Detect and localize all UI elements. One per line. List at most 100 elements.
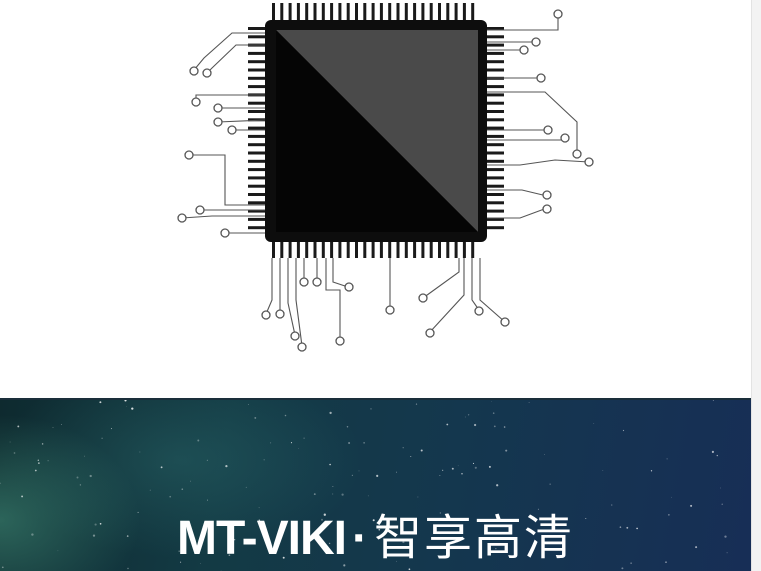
chip-pin — [379, 3, 383, 21]
star — [57, 550, 59, 552]
chip-pin — [486, 159, 504, 163]
star — [60, 424, 62, 426]
chip-pin — [272, 3, 275, 21]
brand-name: MT-VIKI — [177, 512, 347, 565]
chip-pin — [355, 241, 358, 258]
star — [180, 561, 182, 563]
star — [621, 567, 624, 570]
chip-pin — [471, 241, 475, 258]
star — [313, 493, 316, 495]
chip-pin — [313, 3, 317, 21]
chip-pin — [486, 35, 504, 39]
star — [464, 416, 466, 418]
chip-pin — [421, 241, 425, 258]
star — [321, 518, 323, 521]
chip-pin — [248, 159, 266, 163]
chip-pin — [248, 76, 266, 80]
chip-pin — [280, 241, 284, 258]
chip-pin — [346, 241, 350, 258]
star — [92, 534, 96, 537]
chip-pin — [321, 3, 325, 21]
star — [110, 428, 113, 430]
star — [671, 496, 672, 498]
chip-pin — [248, 184, 266, 188]
brand-banner: MT-VIKI·智享高清 — [0, 400, 751, 571]
star — [396, 560, 397, 562]
star — [99, 401, 102, 404]
chip-pin — [330, 3, 334, 21]
star — [247, 404, 249, 406]
chip-pin — [486, 93, 504, 97]
chip-pin — [486, 168, 504, 172]
star — [467, 414, 470, 416]
star — [493, 425, 496, 428]
star — [636, 527, 638, 530]
star — [505, 449, 508, 452]
star — [442, 469, 444, 471]
star — [0, 482, 1, 485]
chip-pin — [486, 209, 504, 213]
banner-headline: MT-VIKI·智享高清 — [0, 508, 751, 570]
star — [402, 541, 405, 544]
star — [31, 533, 34, 536]
chip-pin — [346, 3, 350, 21]
star — [284, 414, 287, 417]
chip-pin — [413, 3, 417, 21]
star — [201, 530, 205, 533]
chip-pin — [371, 241, 375, 258]
star — [207, 499, 208, 501]
star — [668, 514, 670, 516]
star — [666, 458, 668, 460]
chip-pin — [486, 118, 504, 122]
star — [472, 462, 475, 464]
star — [131, 407, 134, 410]
chip-pin — [272, 241, 275, 258]
star — [94, 523, 97, 526]
chip-pin — [486, 134, 504, 138]
chip-pin — [486, 151, 504, 155]
star — [491, 400, 492, 402]
star — [585, 518, 587, 519]
chip-pin — [288, 241, 292, 258]
chip-pin — [486, 27, 504, 30]
chip-pin — [363, 241, 367, 258]
chip-pin — [305, 3, 309, 21]
star — [720, 487, 721, 489]
star — [402, 447, 404, 449]
star — [630, 562, 632, 564]
chip-pin — [486, 217, 504, 221]
star — [13, 452, 16, 454]
chip-pin — [288, 3, 292, 21]
star — [233, 538, 236, 541]
star — [160, 466, 163, 469]
star — [367, 495, 369, 497]
star — [726, 552, 728, 554]
star — [410, 456, 412, 457]
chip-pin — [486, 143, 504, 147]
star — [372, 519, 375, 522]
star — [457, 465, 459, 467]
chip-pin — [486, 110, 504, 113]
starfield-background — [0, 400, 728, 571]
chip-pin — [248, 101, 266, 105]
page-scrollbar[interactable] — [751, 0, 761, 571]
chip-pin — [486, 85, 504, 89]
star — [593, 422, 595, 424]
star — [378, 528, 381, 531]
star — [89, 474, 92, 478]
banner-slogan: 智享高清 — [373, 512, 574, 565]
chip-pins-bottom — [272, 241, 475, 258]
chip-pin — [248, 151, 266, 155]
star — [665, 561, 667, 563]
chip-pin — [296, 3, 300, 21]
chip-pin — [486, 226, 504, 230]
chip-pin — [338, 241, 342, 258]
trace-endpoints — [177, 9, 594, 352]
star — [337, 547, 339, 549]
star — [712, 400, 714, 401]
chip-pin — [248, 143, 266, 147]
star — [197, 439, 200, 442]
star — [473, 423, 477, 427]
star — [351, 474, 354, 477]
star — [52, 427, 54, 428]
